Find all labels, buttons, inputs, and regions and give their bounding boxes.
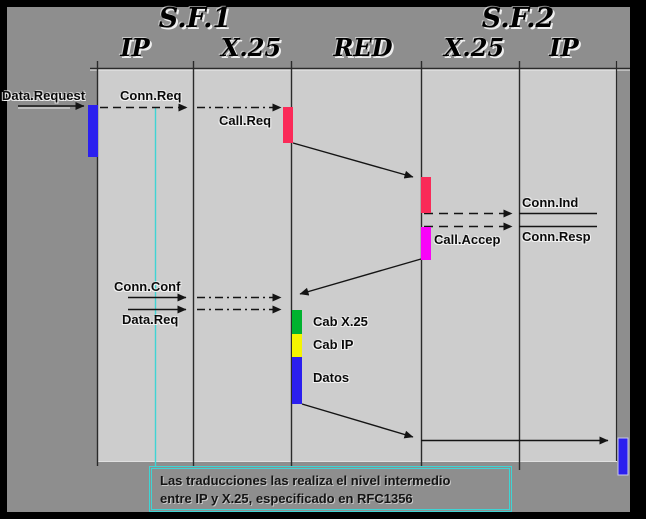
- column-header-x25-sf1: X.25: [220, 33, 282, 62]
- rfc-note-line-2: entre IP y X.25, especificado en RFC1356: [160, 491, 413, 506]
- bar-cab-x25: [292, 310, 302, 334]
- bar-cab-ip: [292, 334, 302, 357]
- bar-call-req: [283, 107, 293, 143]
- bar-call-accep: [421, 227, 431, 260]
- column-header-red: RED: [333, 33, 393, 62]
- label-data-request: Data.Request: [2, 88, 86, 103]
- label-conn-req: Conn.Req: [120, 88, 182, 103]
- bar-ip-sf1-connect: [88, 105, 98, 157]
- label-call-accep: Call.Accep: [434, 232, 501, 247]
- bar-ip-sf2-data: [617, 437, 629, 476]
- label-conn-resp: Conn.Resp: [522, 229, 591, 244]
- label-cab-ip: Cab IP: [313, 337, 354, 352]
- arrow-call-req-diagonal: [292, 142, 414, 179]
- label-call-req: Call.Req: [219, 113, 272, 128]
- rfc-note-line-1: Las traducciones las realiza el nivel in…: [160, 473, 451, 488]
- label-data-req: Data.Req: [122, 312, 179, 327]
- arrow-data-transfer-diagonal: [301, 403, 414, 439]
- rfc-note-inner-border: Las traducciones las realiza el nivel in…: [151, 468, 510, 510]
- column-header-x25-sf2: X.25: [443, 33, 505, 62]
- header-sf2: S.F.2: [481, 3, 555, 34]
- label-cab-x25: Cab X.25: [313, 314, 368, 329]
- bar-datos: [292, 357, 302, 404]
- rfc-note-box: Las traducciones las realiza el nivel in…: [149, 466, 512, 512]
- column-header-ip-sf2: IP: [549, 33, 579, 62]
- arrow-call-accep-diagonal: [299, 258, 422, 296]
- label-conn-conf: Conn.Conf: [114, 279, 181, 294]
- timeline-panel: [97, 68, 617, 462]
- label-conn-ind: Conn.Ind: [522, 195, 579, 210]
- label-datos: Datos: [313, 370, 350, 385]
- bar-incoming-call: [421, 177, 431, 213]
- header-sf1: S.F.1: [158, 3, 232, 34]
- column-header-ip-sf1: IP: [120, 33, 150, 62]
